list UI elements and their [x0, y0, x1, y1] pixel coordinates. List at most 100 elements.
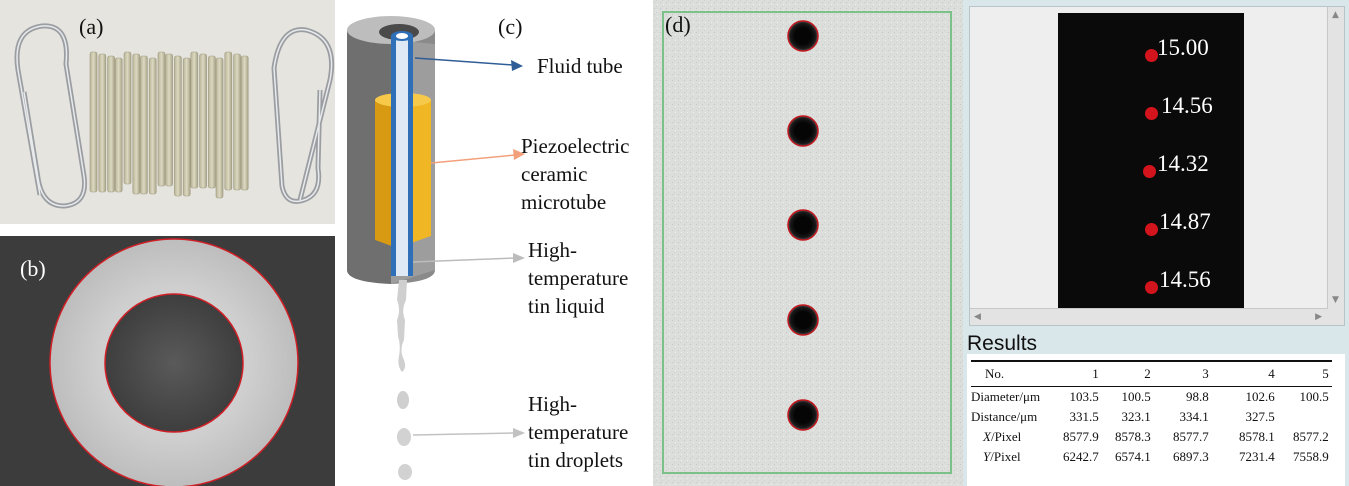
- microtube: [140, 55, 148, 195]
- col-header-2: 2: [1144, 366, 1151, 381]
- tin-droplets-line-2: temperature: [528, 420, 629, 444]
- microtube: [114, 57, 123, 193]
- nozzle-schematic-diagram: [347, 16, 525, 480]
- piezo-line-1: Piezoelectric: [521, 134, 630, 158]
- measure-marker-5: [1145, 281, 1158, 294]
- table-cell: 102.6: [1245, 389, 1275, 404]
- tin-liquid-line-3: tin liquid: [528, 294, 605, 318]
- panel-b-label: (b): [20, 256, 46, 281]
- row-label: Y/Pixel: [971, 447, 1060, 467]
- table-cell: 8577.9: [1063, 429, 1099, 444]
- table-cell: [1278, 407, 1332, 427]
- col-header-5: 5: [1322, 366, 1329, 381]
- microtube: [208, 55, 216, 189]
- table-cell: 100.5: [1299, 389, 1329, 404]
- measure-marker-4: [1145, 223, 1158, 236]
- fluid-tube-label: Fluid tube: [537, 54, 623, 78]
- droplets-group: [787, 20, 819, 431]
- tin-droplets-label: High- temperature tin droplets: [528, 390, 628, 474]
- measure-marker-2: [1145, 107, 1158, 120]
- measure-marker-1: [1145, 49, 1158, 62]
- tin-droplets-line-1: High-: [528, 392, 577, 416]
- table-cell: 327.5: [1245, 409, 1275, 424]
- scroll-left-arrow-icon[interactable]: ◀: [974, 312, 981, 322]
- table-cell: 323.1: [1121, 409, 1151, 424]
- table-cell: 7558.9: [1293, 449, 1329, 464]
- table-cell: 334.1: [1179, 409, 1209, 424]
- measure-value-3: 14.32: [1157, 151, 1209, 176]
- row-label-italic: X: [983, 429, 991, 444]
- table-cell: 8577.7: [1173, 429, 1209, 444]
- microtube: [148, 57, 157, 195]
- row-label: Distance/μm: [971, 409, 1038, 424]
- scroll-down-arrow-icon[interactable]: ▼: [1332, 295, 1339, 305]
- droplet-sequence-image: [653, 0, 963, 486]
- results-table: No. 1 2 3 4 5 Diameter/μm 103.5 100.5 98…: [971, 360, 1332, 467]
- measure-value-5: 14.56: [1159, 267, 1211, 292]
- panel-a-label: (a): [79, 14, 104, 39]
- table-cell: 103.5: [1069, 389, 1099, 404]
- table-cell: 6897.3: [1173, 449, 1209, 464]
- paperclips-microtubes-image: [0, 0, 335, 224]
- piezo-line-3: microtube: [521, 190, 607, 214]
- panel-c-schematic: (c) Fluid tube Piezoelectric ceramic mic…: [335, 0, 650, 486]
- vertical-scrollbar[interactable]: ▲ ▼: [1327, 7, 1344, 325]
- microtube: [98, 53, 107, 193]
- measurement-view: 15.00 14.56 14.32 14.87 14.56: [1058, 13, 1244, 325]
- scroll-right-arrow-icon[interactable]: ▶: [1315, 312, 1322, 322]
- col-header-4: 4: [1268, 366, 1275, 381]
- microtube: [240, 55, 249, 191]
- microtube: [199, 53, 207, 189]
- row-label: X/Pixel: [971, 427, 1060, 447]
- microtube: [224, 51, 233, 191]
- microtube: [123, 51, 132, 185]
- piezo-line-2: ceramic: [521, 162, 588, 186]
- table-cell: 8578.3: [1115, 429, 1151, 444]
- table-cell: 98.8: [1186, 389, 1209, 404]
- results-header-row: No. 1 2 3 4 5: [971, 361, 1332, 387]
- table-cell: 7231.4: [1239, 449, 1275, 464]
- col-header-3: 3: [1202, 366, 1209, 381]
- table-row: Distance/μm 331.5 323.1 334.1 327.5: [971, 407, 1332, 427]
- panel-d-droplet-image: (d): [653, 0, 963, 486]
- microtube: [190, 51, 199, 189]
- microtube: [165, 53, 173, 187]
- panel-a-photo: (a): [0, 0, 335, 224]
- measurement-software-window: 15.00 14.56 14.32 14.87 14.56 ▲ ▼ ◀ ▶ Re…: [963, 0, 1349, 486]
- table-cell: 6242.7: [1063, 449, 1099, 464]
- measure-marker-3: [1143, 165, 1156, 178]
- row-label-italic: Y: [983, 449, 991, 464]
- scroll-up-arrow-icon[interactable]: ▲: [1332, 10, 1339, 20]
- image-viewer: 15.00 14.56 14.32 14.87 14.56 ▲ ▼ ◀ ▶: [969, 6, 1345, 326]
- row-label-rest: /Pixel: [990, 429, 1022, 444]
- table-cell: 8577.2: [1293, 429, 1329, 444]
- tin-liquid-label: High- temperature tin liquid: [528, 236, 628, 320]
- microtube: [89, 51, 98, 193]
- tin-liquid-line-1: High-: [528, 238, 577, 262]
- row-label-rest: /Pixel: [990, 449, 1021, 464]
- measure-value-1: 15.00: [1157, 35, 1209, 60]
- table-cell: 6574.1: [1115, 449, 1151, 464]
- panel-b-micrograph: (b): [0, 236, 335, 486]
- table-cell: 100.5: [1121, 389, 1151, 404]
- results-panel: No. 1 2 3 4 5 Diameter/μm 103.5 100.5 98…: [967, 354, 1345, 486]
- table-cell: 331.5: [1069, 409, 1099, 424]
- microtube: [174, 55, 182, 197]
- tin-liquid-line-2: temperature: [528, 266, 629, 290]
- panel-c-label: (c): [498, 14, 523, 39]
- measure-value-2: 14.56: [1161, 93, 1213, 118]
- horizontal-scrollbar[interactable]: ◀ ▶: [970, 308, 1328, 325]
- results-title: Results: [967, 332, 1038, 355]
- piezo-ceramic-label: Piezoelectric ceramic microtube: [521, 132, 629, 216]
- microtube: [182, 57, 191, 197]
- col-header-no: No.: [985, 366, 1005, 381]
- row-label: Diameter/μm: [971, 389, 1041, 404]
- table-cell: 8578.1: [1239, 429, 1275, 444]
- microtube: [215, 57, 224, 199]
- table-row: X/Pixel 8577.9 8578.3 8577.7 8578.1 8577…: [971, 427, 1332, 447]
- panel-d-label: (d): [665, 12, 691, 37]
- measure-value-4: 14.87: [1159, 209, 1211, 234]
- col-header-1: 1: [1092, 366, 1099, 381]
- table-row: Y/Pixel 6242.7 6574.1 6897.3 7231.4 7558…: [971, 447, 1332, 467]
- tin-droplets-line-3: tin droplets: [528, 448, 624, 472]
